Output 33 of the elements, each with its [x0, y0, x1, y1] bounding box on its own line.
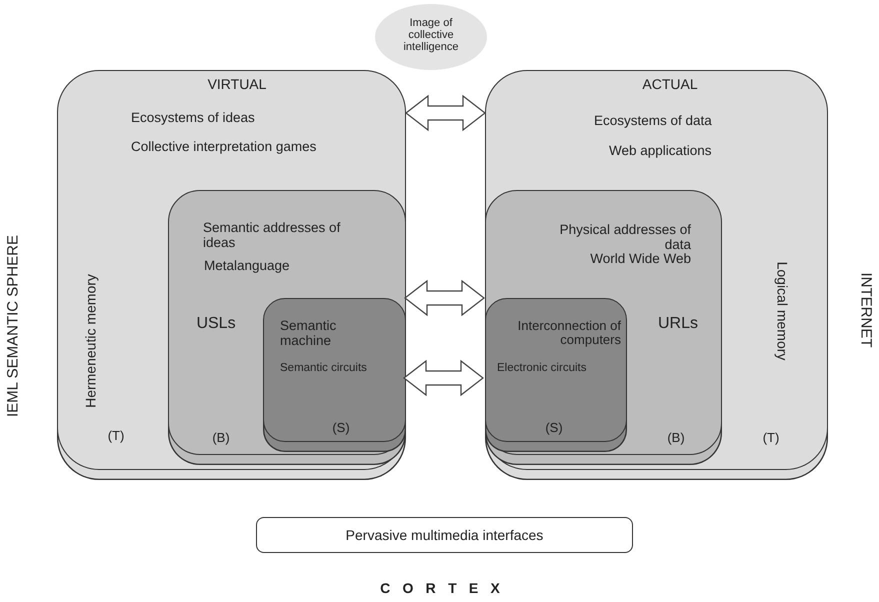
panel-text: Metalanguage	[204, 259, 290, 274]
tier-marker: (T)	[762, 430, 780, 446]
tier-acronym: USLs	[196, 315, 236, 333]
tier-marker: (S)	[332, 420, 350, 436]
panel-text: Semantic circuits	[280, 362, 367, 375]
vertical-label: Logical memory	[774, 262, 790, 360]
side-label: INTERNET	[858, 272, 874, 348]
vertical-label: Hermeneutic memory	[83, 274, 99, 408]
panel-text: Ecosystems of ideas	[131, 111, 255, 126]
tier-marker: (S)	[545, 420, 563, 436]
panel-text: Collective interpretation games	[131, 140, 316, 155]
box-text: Pervasive multimedia interfaces	[344, 528, 544, 544]
tier-marker: (B)	[667, 430, 685, 446]
tier-acronym: URLs	[658, 315, 698, 333]
panel-text: Physical addresses of data	[558, 223, 691, 253]
panel-text: Electronic circuits	[497, 362, 586, 375]
ellipse-text: Image of collective intelligence	[402, 17, 460, 54]
panel-text: World Wide Web	[589, 252, 691, 267]
double-arrow	[403, 360, 484, 396]
panel-text: Web applications	[609, 144, 712, 159]
interface-box	[256, 517, 633, 553]
double-arrow	[404, 280, 485, 316]
column-heading: ACTUAL	[642, 76, 698, 92]
panel-text: Semantic machine	[280, 319, 338, 349]
panel-text: Ecosystems of data	[594, 114, 712, 129]
bottom-label: C O R T E X	[380, 580, 500, 596]
column-heading: VIRTUAL	[208, 76, 266, 92]
tier-marker: (T)	[108, 428, 124, 444]
panel-text: Semantic addresses of ideas	[203, 221, 342, 251]
panel-text: Interconnection of computers	[516, 319, 621, 348]
side-label: IEML SEMANTIC SPHERE	[4, 235, 22, 417]
double-arrow	[405, 94, 486, 132]
tier-marker: (B)	[212, 430, 230, 446]
